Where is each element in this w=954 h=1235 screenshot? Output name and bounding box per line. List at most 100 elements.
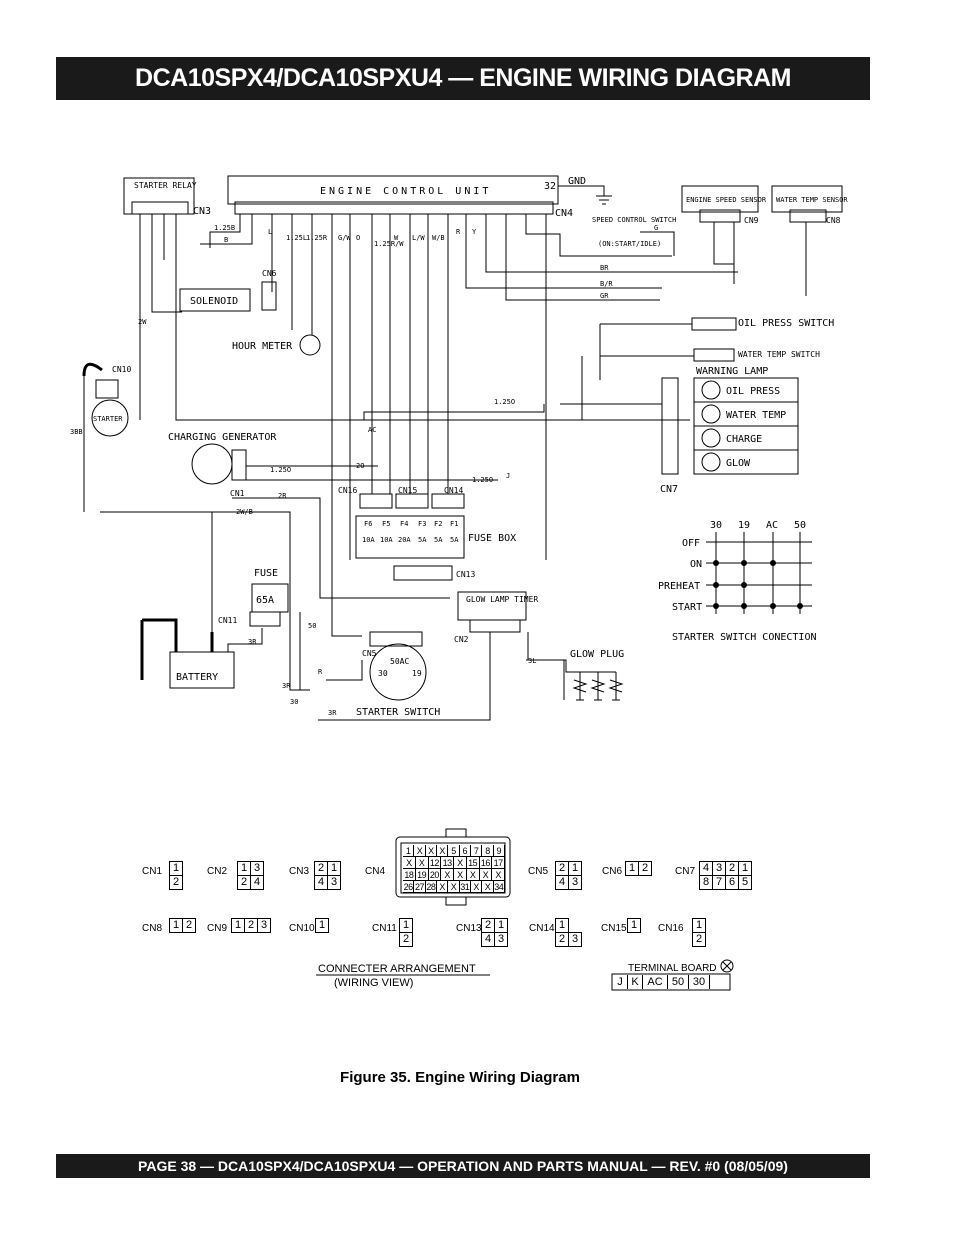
connector-pin: 1 xyxy=(315,918,329,933)
connector-label: CN8 xyxy=(826,216,841,225)
battery-label: BATTERY xyxy=(176,672,218,683)
ssw-position-off: OFF xyxy=(682,538,700,549)
charging-generator-label: CHARGING GENERATOR xyxy=(168,432,277,443)
speed-sensor-label: ENGINE SPEED SENSOR xyxy=(686,196,767,204)
connector-pin: X xyxy=(436,881,449,893)
connector-pin: X xyxy=(403,857,416,869)
starter-switch-connection-label: STARTER SWITCH CONECTION xyxy=(672,632,817,643)
wire-label: 1.25R/W xyxy=(374,240,404,248)
connector-pin: 1 xyxy=(692,918,706,933)
connector-label: CN5 xyxy=(362,649,377,658)
starter-switch-face-num-19: 19 xyxy=(412,669,422,678)
hour-meter-circle xyxy=(299,334,321,356)
lamp-label-charge: CHARGE xyxy=(726,434,762,445)
ssw-position-preheat: PREHEAT xyxy=(658,581,700,592)
connector-pin: 2 xyxy=(638,861,652,876)
wire-label: L/W xyxy=(412,234,425,242)
wire-label: GR xyxy=(600,292,609,300)
connector-label: CN6 xyxy=(262,269,277,278)
connector-pin: X xyxy=(448,881,460,893)
connector-pin: 9 xyxy=(493,845,505,857)
starter-switch-face-label: 50AC xyxy=(390,657,409,666)
wire-label: W xyxy=(394,234,399,242)
connector-name-cn4: CN4 xyxy=(365,866,386,877)
connector-pin: X xyxy=(414,845,426,857)
connector-pin: 2 xyxy=(244,918,258,933)
wire-label: 1.25O xyxy=(494,398,515,406)
connector-pin: 4 xyxy=(250,875,264,890)
ssw-terminal-50: 50 xyxy=(794,520,806,531)
connector-label: CN15 xyxy=(398,486,417,495)
connector-label: CN7 xyxy=(660,484,678,495)
lamp-label-oil-press: OIL PRESS xyxy=(726,386,780,397)
connector-pin: 1 xyxy=(403,845,415,857)
fuse-amp: 5A xyxy=(450,536,459,544)
connector-name-cn6: CN6 xyxy=(602,866,623,877)
connector-label: CN13 xyxy=(456,570,475,579)
connector-pin: 1 xyxy=(237,861,251,876)
wire-label: 2O xyxy=(356,462,364,470)
wire-label: 3R xyxy=(248,638,257,646)
connector-pin: 1 xyxy=(494,918,508,933)
page-title: DCA10SPX4/DCA10SPXU4 — ENGINE WIRING DIA… xyxy=(56,57,870,100)
wire-label: 2R xyxy=(278,492,287,500)
connector-pin: 1 xyxy=(627,918,641,933)
ecu-pin-label: 32 xyxy=(544,181,556,192)
connector-pin: 16 xyxy=(479,857,493,869)
ecu-box xyxy=(227,175,559,205)
connector-pin: 1 xyxy=(169,918,183,933)
connector-pin: 34 xyxy=(493,881,505,893)
connector-name-cn9: CN9 xyxy=(207,923,228,934)
fuse-amp: 5A xyxy=(434,536,443,544)
fuse-amp: 10A xyxy=(362,536,375,544)
connector-pin: 3 xyxy=(568,875,582,890)
connector-pin: 12 xyxy=(428,857,442,869)
connector-name-cn10: CN10 xyxy=(289,923,315,934)
solenoid-box xyxy=(179,288,251,312)
fuse-id: F3 xyxy=(418,520,426,528)
connector-pin: 1 xyxy=(169,861,183,876)
connector-pin: 2 xyxy=(555,932,569,947)
wire-label: 3BB xyxy=(70,428,83,436)
fuse-id: F6 xyxy=(364,520,372,528)
connector-pin: 6 xyxy=(725,875,739,890)
terminal-board-title: TERMINAL BOARD xyxy=(628,963,717,974)
warning-lamp-label: WARNING LAMP xyxy=(696,366,768,377)
terminal-board-cell: 30 xyxy=(689,975,710,989)
fuse-amp: 5A xyxy=(418,536,427,544)
connector-label: CN1 xyxy=(230,489,245,498)
connector-cn10: 1 xyxy=(315,918,329,933)
connector-pin: 1 xyxy=(568,861,582,876)
connector-label: CN10 xyxy=(112,365,131,374)
wire-label: 3R xyxy=(328,709,337,717)
connector-pin: 17 xyxy=(492,857,505,869)
ssw-terminal-30: 30 xyxy=(710,520,722,531)
water-temp-sensor-box xyxy=(771,185,843,213)
speed-control-switch-label: SPEED CONTROL SWITCH xyxy=(592,216,676,224)
fuse-box-label: FUSE BOX xyxy=(468,533,516,544)
connector-pin: 3 xyxy=(568,932,582,947)
connector-arrangement xyxy=(395,828,731,991)
connector-pin: 18 xyxy=(403,869,416,881)
connector-pin: 1 xyxy=(738,861,752,876)
connector-pin: X xyxy=(454,869,467,881)
connector-name-cn1: CN1 xyxy=(142,866,163,877)
connector-name-cn13: CN13 xyxy=(456,923,482,934)
connector-name-cn2: CN2 xyxy=(207,866,228,877)
connector-pin: 2 xyxy=(725,861,739,876)
fuse-id: F5 xyxy=(382,520,390,528)
connector-pin: 19 xyxy=(415,869,429,881)
wire-label: G/W xyxy=(338,234,351,242)
connector-label: CN4 xyxy=(555,208,573,219)
wire-label: 1.25B xyxy=(214,224,235,232)
terminal-board-cell: J xyxy=(613,975,628,989)
connector-pin: 2 xyxy=(169,875,183,890)
wire-label: 1.25O xyxy=(270,466,291,474)
wire-label: 30 xyxy=(290,698,298,706)
wire-label: BR xyxy=(600,264,609,272)
